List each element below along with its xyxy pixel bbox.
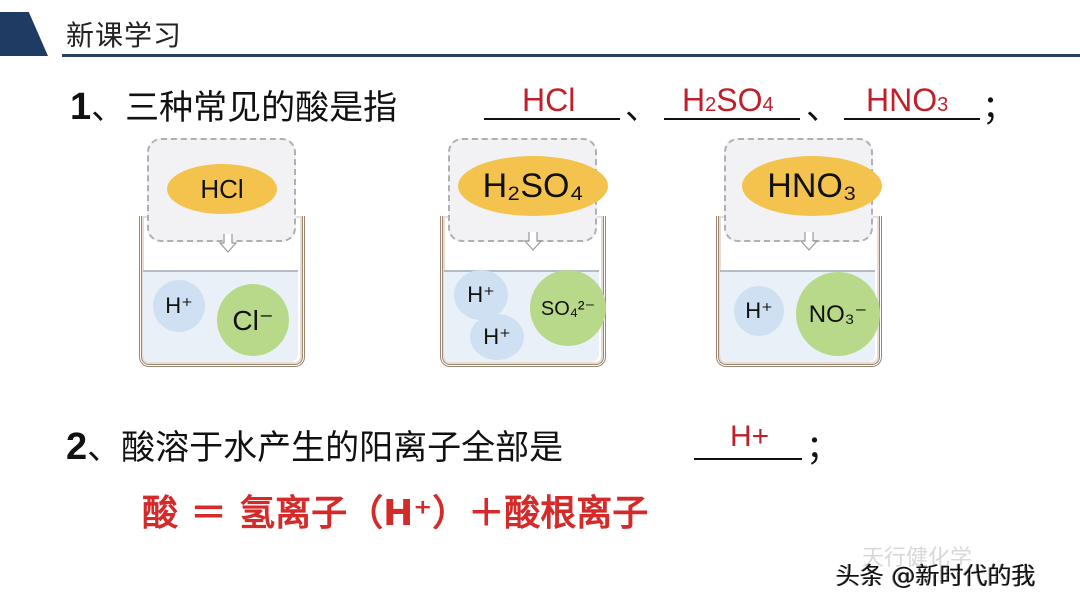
nitrate-ion: NO₃⁻: [796, 272, 880, 356]
question-1: 1、三种常见的酸是指: [70, 80, 397, 129]
question-1-text: 、三种常见的酸是指: [91, 88, 398, 128]
answer-1: HCl: [522, 82, 576, 118]
question-2-text: 、酸溶于水产生的阳离子全部是: [87, 428, 564, 468]
beaker-h2so4: H₂SO₄ H⁺ H⁺ SO₄²⁻: [436, 138, 608, 368]
beaker-glass: [139, 216, 305, 367]
answer-blank-3: [844, 118, 980, 120]
separator-2: 、: [806, 88, 840, 128]
beaker-hcl: HCl H⁺ Cl⁻: [135, 138, 305, 368]
end-punct-2: ；: [806, 428, 840, 468]
answer-blank-2: [664, 118, 800, 120]
h-ion: H⁺: [734, 286, 784, 336]
question-1-number: 1: [70, 86, 92, 128]
header-divider: [62, 54, 1080, 57]
separator-1: 、: [625, 88, 659, 128]
acid-formula: 酸 ＝ 氢离子（H⁺）＋酸根离子: [142, 493, 649, 534]
down-arrow-icon: [219, 234, 237, 253]
header-accent-tab: [0, 12, 48, 56]
beaker-hno3: HNO₃ H⁺ NO₃⁻: [712, 138, 882, 368]
question-2-number: 2: [66, 426, 88, 468]
down-arrow-icon: [800, 232, 818, 251]
down-arrow-icon: [524, 232, 542, 251]
answer-blank-4: [694, 458, 802, 460]
answer-2: H2SO4: [682, 82, 774, 118]
answer-4: H+: [730, 420, 770, 453]
end-punct-1: ；: [982, 88, 1016, 128]
molecule-hno3: HNO₃: [742, 156, 882, 216]
h-ion: H⁺: [153, 280, 205, 332]
answer-3: HNO3: [866, 82, 949, 118]
beaker-glass: [716, 216, 882, 367]
h-ion: H⁺: [454, 270, 508, 320]
molecule-h2so4: H₂SO₄: [458, 156, 608, 216]
watermark-faint: 天行健化学: [862, 546, 973, 571]
question-2: 2、酸溶于水产生的阳离子全部是: [66, 420, 563, 469]
answer-blank-1: [484, 118, 620, 120]
h-ion: H⁺: [470, 314, 524, 360]
watermark: 头条 @新时代的我: [836, 562, 1036, 590]
chloride-ion: Cl⁻: [217, 284, 289, 356]
beaker-glass: [440, 216, 606, 367]
molecule-hcl: HCl: [167, 164, 277, 214]
sulfate-ion: SO₄²⁻: [530, 270, 606, 346]
page-title: 新课学习: [66, 19, 183, 52]
